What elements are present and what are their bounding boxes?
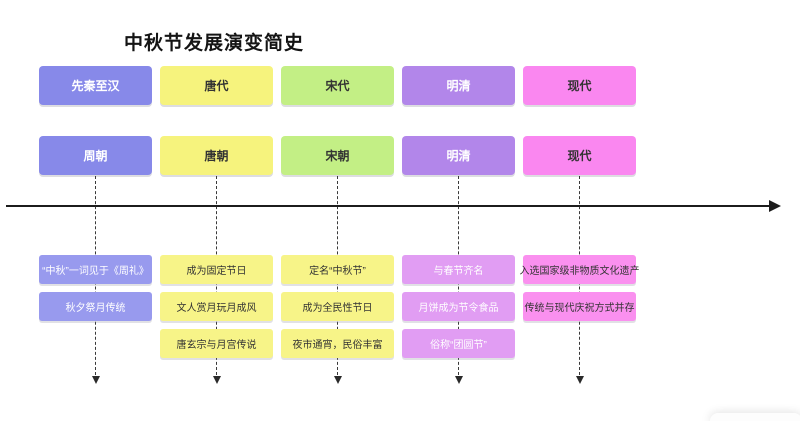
background-card-corner [710,413,800,421]
note-box: 定名“中秋节” [281,255,394,284]
note-box: 文人赏月玩月成风 [160,292,273,321]
timeline-axis-arrowhead-icon [769,200,781,212]
era-box-song-dynasty: 宋代 [281,66,394,105]
dynasty-box-ming-qing: 明清 [402,136,515,175]
era-box-tang-dynasty: 唐代 [160,66,273,105]
note-box: 入选国家级非物质文化遗产 [520,255,640,284]
diagram-title: 中秋节发展演变简史 [124,33,305,54]
dynasty-box-song: 宋朝 [281,136,394,175]
note-box: 俗称“团圆节” [402,329,515,358]
timeline-axis-line [6,205,770,207]
era-box-ming-qing: 明清 [402,66,515,105]
note-box: 与春节齐名 [402,255,515,284]
dynasty-box-tang: 唐朝 [160,136,273,175]
note-box: 成为全民性节日 [281,292,394,321]
dynasty-box-modern: 现代 [523,136,636,175]
note-box: 传统与现代庆祝方式并存 [523,292,636,321]
note-box: 唐玄宗与月宫传说 [160,329,273,358]
note-box: 月饼成为节令食品 [402,292,515,321]
note-box: “中秋”一词见于《周礼》 [39,255,152,284]
note-box: 夜市通宵，民俗丰富 [281,329,394,358]
era-box-pre-qin-to-han: 先秦至汉 [39,66,152,105]
note-box: 秋夕祭月传统 [39,292,152,321]
dynasty-box-zhou: 周朝 [39,136,152,175]
era-box-modern: 现代 [523,66,636,105]
note-box: 成为固定节日 [160,255,273,284]
